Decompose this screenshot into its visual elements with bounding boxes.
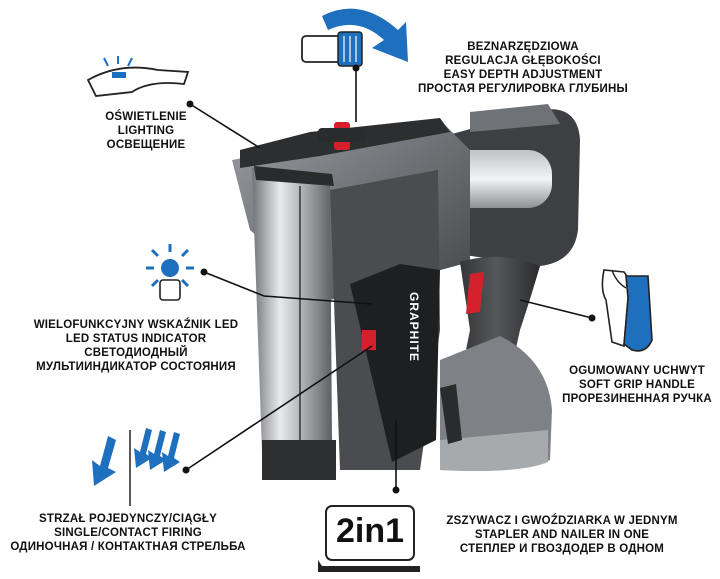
grip-icon [601,269,653,352]
callout-lighting: OŚWIETLENIE LIGHTING ОСВЕЩЕНИЕ [98,110,194,152]
callout-2in1-line1: ZSZYWACZ I GWOŹDZIARKA W JEDNYM [446,515,678,527]
callout-grip-line1: OGUMOWANY UCHWYT [569,365,705,377]
badge-text: 2in1 [335,511,405,550]
callout-2in1: ZSZYWACZ I GWOŹDZIARKA W JEDNYM STAPLER … [422,514,702,556]
firing-mode-icon [92,428,180,506]
callout-firing-line2: SINGLE/CONTACT FIRING [54,527,202,539]
depth-adjust-icon [301,8,408,67]
callout-lighting-line2: LIGHTING [117,125,175,137]
callout-firing-line1: STRZAŁ POJEDYNCZY/CIĄGŁY [39,513,217,525]
callout-depth: BEZNARZĘDZIOWA REGULACJA GŁĘBOKOŚCI EASY… [418,40,628,96]
callout-led-line4: МУЛЬТИИНДИКАТОР СОСТОЯНИЯ [36,361,236,373]
callout-leaders [182,64,596,494]
callout-grip-line2: SOFT GRIP HANDLE [578,379,696,391]
callout-grip: OGUMOWANY UCHWYT SOFT GRIP HANDLE ПРОРЕЗ… [556,364,718,406]
callout-depth-line2: REGULACJA GŁĘBOKOŚCI [445,55,601,67]
callout-firing-line3: ОДИНОЧНАЯ / КОНТАКТНАЯ СТРЕЛЬБА [10,541,246,553]
callout-led-line3: СВЕТОДИОДНЫЙ [84,347,188,359]
callout-led-line1: WIELOFUNKCYJNY WSKAŹNIK LED [33,319,239,331]
callout-grip-line3: ПРОРЕЗИНЕННАЯ РУЧКА [562,393,712,405]
led-indicator-icon [146,244,194,301]
callout-2in1-line2: STAPLER AND NAILER IN ONE [474,529,650,541]
callout-lighting-line1: OŚWIETLENIE [105,111,187,123]
callout-2in1-line3: СТЕПЛЕР И ГВОЗДОДЕР В ОДНОМ [459,543,665,555]
lighting-icon [86,56,190,97]
callout-firing: STRZAŁ POJEDYNCZY/CIĄGŁY SINGLE/CONTACT … [0,512,256,554]
callout-depth-line3: EASY DEPTH ADJUSTMENT [443,69,603,81]
callout-led: WIELOFUNKCYJNY WSKAŹNIK LED LED STATUS I… [28,318,244,374]
nailer-tool [232,104,580,480]
callout-depth-line4: ПРОСТАЯ РЕГУЛИРОВКА ГЛУБИНЫ [418,83,628,95]
two-in-one-badge [318,505,420,572]
callout-depth-line1: BEZNARZĘDZIOWA [467,41,579,53]
callout-lighting-line3: ОСВЕЩЕНИЕ [106,139,186,151]
callout-led-line2: LED STATUS INDICATOR [65,333,207,345]
brand-logo: GRAPHITE [407,292,421,363]
